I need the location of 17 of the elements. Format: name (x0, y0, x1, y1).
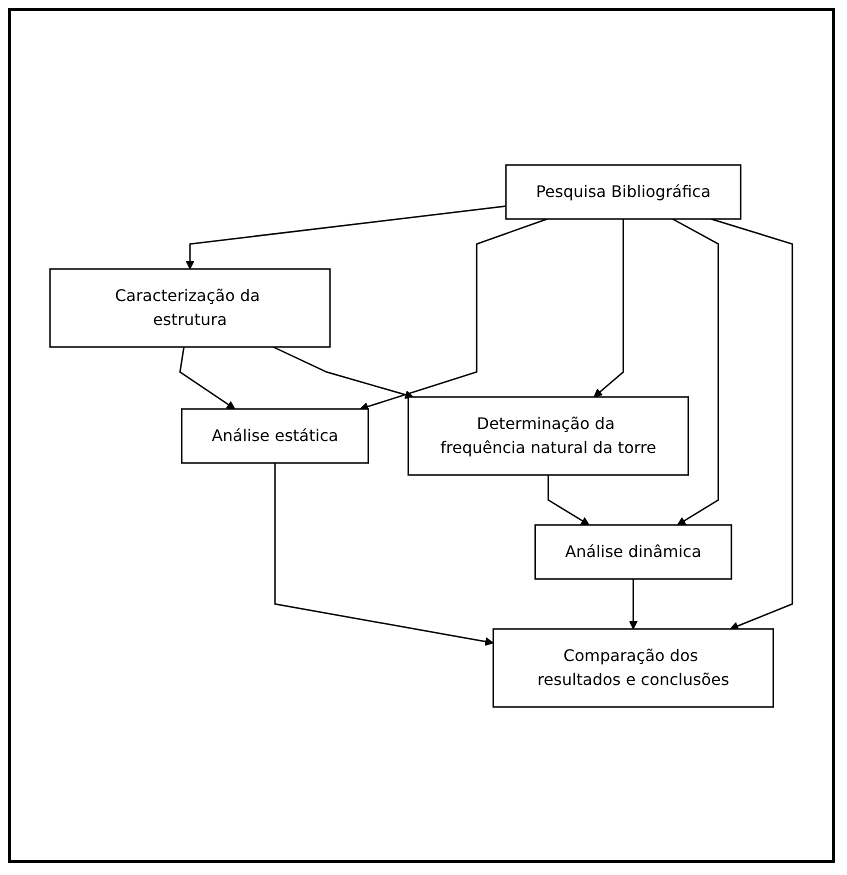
arrow (629, 578, 638, 629)
node-box (50, 268, 332, 348)
arrow (360, 218, 548, 410)
node-box (492, 628, 774, 708)
arrow (186, 204, 506, 269)
arrow (274, 462, 494, 646)
node-box (408, 396, 690, 476)
page-border: Pesquisa Bibliográfica Caracterização da estrutura Análise estática Determinação da frequência natural da torre Análise dinâmica Comparação dos resultados e conclusões (8, 8, 835, 863)
arrow (594, 218, 624, 397)
arrow (548, 474, 590, 525)
node-box (506, 164, 742, 220)
node-box (534, 524, 732, 580)
node-box (181, 408, 370, 464)
arrow (180, 346, 236, 409)
arrow (672, 218, 720, 525)
arrow (711, 218, 794, 630)
arrow (273, 346, 414, 399)
